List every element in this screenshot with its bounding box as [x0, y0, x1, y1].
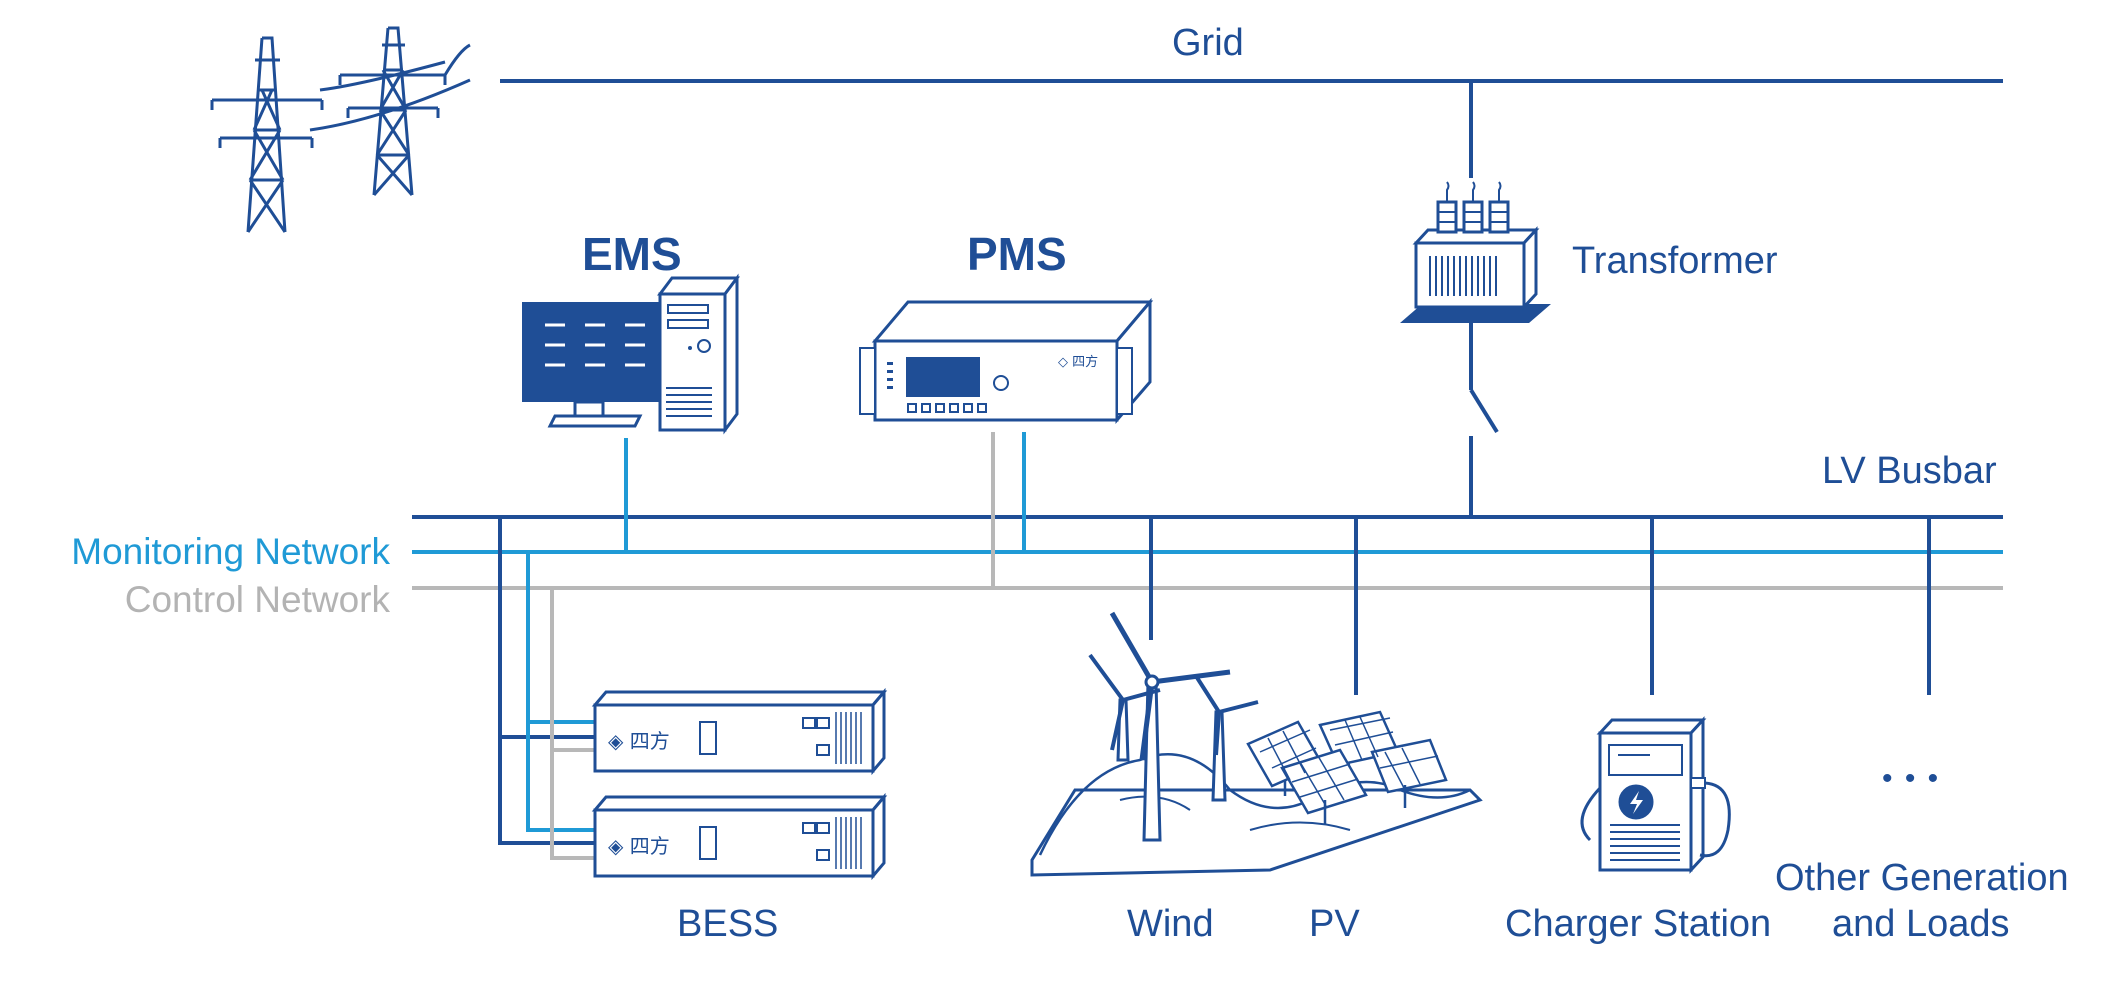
control-network-label: Control Network [124, 579, 390, 620]
pms-label: PMS [967, 228, 1067, 280]
transmission-tower-icon [210, 26, 471, 233]
ems-label: EMS [582, 228, 682, 280]
pms-controller-icon: ◇ 四方 [859, 297, 1154, 425]
bess-cabinet-icon: ◈ 四方 ◈ 四方 [591, 687, 888, 881]
transformer-icon [1400, 181, 1551, 323]
ems-computer-icon [522, 273, 740, 435]
other-generation-label: Other Generation [1775, 857, 2069, 899]
bess-monitoring-wire [526, 552, 595, 832]
lv-busbar-label: LV Busbar [1822, 450, 1997, 492]
transformer-label: Transformer [1572, 240, 1778, 282]
bess-brand-mark-2: ◈ 四方 [608, 834, 670, 858]
and-loads-label: and Loads [1832, 903, 2010, 945]
wind-turbine-icon [1088, 611, 1259, 842]
grid-label: Grid [1172, 22, 1244, 64]
solar-panel-icon [1246, 710, 1448, 825]
charger-station-icon [1580, 716, 1731, 874]
charger-station-label: Charger Station [1505, 903, 1772, 945]
monitoring-network-label: Monitoring Network [71, 531, 390, 572]
more-items-ellipsis: • • • [1882, 762, 1941, 795]
bess-brand-mark-1: ◈ 四方 [608, 729, 670, 753]
pms-brand-mark: ◇ 四方 [1058, 354, 1098, 370]
switch-blade [1469, 388, 1499, 434]
bess-control-wire [550, 588, 595, 860]
bess-power-wire [498, 517, 595, 845]
wind-label: Wind [1127, 903, 1214, 945]
pv-label: PV [1309, 903, 1360, 945]
bess-label: BESS [677, 903, 779, 945]
